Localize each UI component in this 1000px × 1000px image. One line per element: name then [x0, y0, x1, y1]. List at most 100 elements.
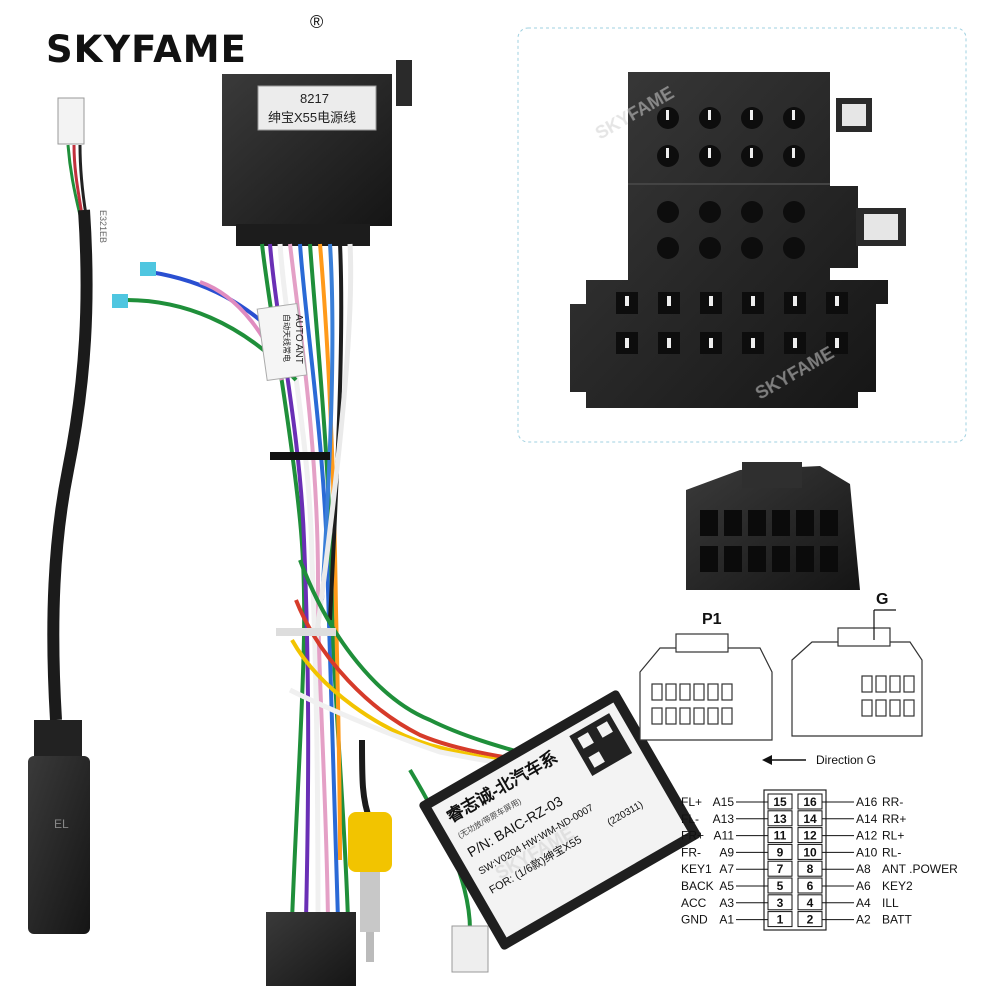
pin-signal-label: ILL [882, 896, 899, 910]
connector-label: 绅宝X55电源线 [268, 110, 356, 125]
pin-number: 13 [773, 812, 787, 826]
pin-number: 15 [773, 795, 787, 809]
sixteen-pin-connector [686, 462, 860, 590]
pin-signal-label: FL- [681, 812, 699, 826]
pin-number: 3 [777, 896, 784, 910]
pin-id-label: A7 [719, 862, 734, 876]
pin-signal-label: GND [681, 913, 708, 927]
connector-label-sticker [257, 85, 377, 131]
pinout-row-right: 6 A6 KEY2 [797, 877, 913, 894]
pin-box [767, 860, 793, 877]
pin-number: 9 [777, 845, 784, 859]
pin-id-label: A11 [714, 829, 735, 843]
zip-tie [270, 452, 330, 460]
pin-signal-label: FR- [681, 845, 701, 859]
pin-box [767, 793, 793, 810]
pin-id-label: A16 [856, 795, 878, 809]
pinout-row-right: 10 A10 RL- [797, 843, 901, 860]
pin-number: 2 [807, 913, 814, 927]
pin-signal-label: ANT .POWER [882, 862, 958, 876]
pinout-row-left: FR+ A11 11 [681, 827, 793, 844]
pin-id-label: A9 [719, 845, 734, 859]
pinout-row-left: FL+ A15 15 [681, 793, 793, 810]
pin-id-label: A12 [856, 829, 878, 843]
pinout-row-right: 16 A16 RR- [797, 793, 903, 810]
brand-logo: SKYFAME [46, 28, 247, 71]
pin-box [767, 827, 793, 844]
pin-id-label: A13 [713, 812, 735, 826]
pin-number: 7 [777, 862, 784, 876]
wire-bundle [125, 243, 541, 921]
rca-plug [348, 739, 392, 962]
p1-label: P1 [702, 611, 722, 628]
connector-face [570, 72, 906, 408]
pin-signal-label: RR+ [882, 812, 906, 826]
pin-signal-label: FL+ [681, 795, 702, 809]
pin-signal-label: ACC [681, 896, 707, 910]
pin-signal-label: RR- [882, 795, 903, 809]
pinout-row-right: 12 A12 RL+ [797, 827, 904, 844]
pin-number: 5 [777, 879, 784, 893]
pinout-right-column: 16 A16 RR- 14 A14 RR+ 12 A12 RL+ 10 A10 RL- 8 A8 ANT .… [797, 793, 958, 928]
pin-box [767, 877, 793, 894]
pin-id-label: A1 [719, 913, 734, 927]
pin-id-label: A14 [856, 812, 878, 826]
pin-number: 14 [803, 812, 817, 826]
pin-id-label: A6 [856, 879, 871, 893]
pinout-row-left: BACK A5 5 [681, 877, 793, 894]
p1-connector-drawing [639, 633, 773, 741]
connector-code: 8217 [300, 91, 329, 106]
pin-number: 4 [807, 896, 814, 910]
pinout-row-left: FR- A9 9 [681, 843, 793, 860]
pin-id-label: A2 [856, 913, 871, 927]
cable-print: E321EB [98, 210, 108, 243]
g-connector-drawing [791, 609, 923, 737]
svg-text:自动天线常电: 自动天线常电 [282, 314, 292, 362]
pin-signal-label: FR+ [681, 829, 704, 843]
pin-signal-label: BACK [681, 879, 714, 893]
pin-number: 6 [807, 879, 814, 893]
pin-id-label: A10 [856, 845, 878, 859]
pin-id-label: A5 [719, 879, 734, 893]
pin-signal-label: BATT [882, 913, 912, 927]
pin-id-label: A15 [713, 795, 735, 809]
pin-box [767, 911, 793, 928]
pin-box [767, 843, 793, 860]
pin-signal-label: KEY2 [882, 879, 913, 893]
pin-id-label: A3 [719, 896, 734, 910]
pinout-row-right: 4 A4 ILL [797, 894, 899, 911]
pin-signal-label: KEY1 [681, 862, 712, 876]
pin-number: 1 [777, 913, 784, 927]
pin-id-label: A8 [856, 862, 871, 876]
pinout-row-left: FL- A13 13 [681, 810, 793, 827]
pin-box [767, 894, 793, 911]
pinout-row-right: 8 A8 ANT .POWER [797, 860, 958, 877]
pinout-row-right: 14 A14 RR+ [797, 810, 906, 827]
pin-signal-label: RL- [882, 845, 901, 859]
blue-wire-cap [140, 262, 156, 276]
pin-id-label: A4 [856, 896, 871, 910]
pin-number: 11 [774, 829, 787, 843]
can-module: 睿志诚-北汽车系 (无功放/带原车屏用) P/N: BAIC-RZ-03 SW:… [419, 690, 701, 950]
left-pigtail-cable: EL E321EB [28, 97, 108, 934]
registered-mark: ® [310, 12, 324, 32]
green-wire-cap [112, 294, 128, 308]
main-connector: 8217 绅宝X55电源线 [222, 60, 412, 246]
pin-box [767, 810, 793, 827]
g-label: G [876, 591, 888, 608]
pinout-row-left: KEY1 A7 7 [681, 860, 793, 877]
pin-number: 10 [803, 845, 817, 859]
side-connector [28, 756, 90, 934]
direction-label: Direction G [816, 753, 876, 767]
bottom-connector [266, 912, 356, 986]
pin-signal-label: RL+ [882, 829, 904, 843]
side-connector-text: EL [54, 817, 69, 831]
pin-number: 12 [803, 829, 817, 843]
pin-number: 16 [803, 795, 817, 809]
pin-number: 8 [807, 862, 814, 876]
auto-ant-tag: AUTO ANT 自动天线常电 [256, 303, 308, 381]
svg-text:AUTO ANT: AUTO ANT [293, 314, 304, 364]
direction-arrow [762, 755, 806, 765]
